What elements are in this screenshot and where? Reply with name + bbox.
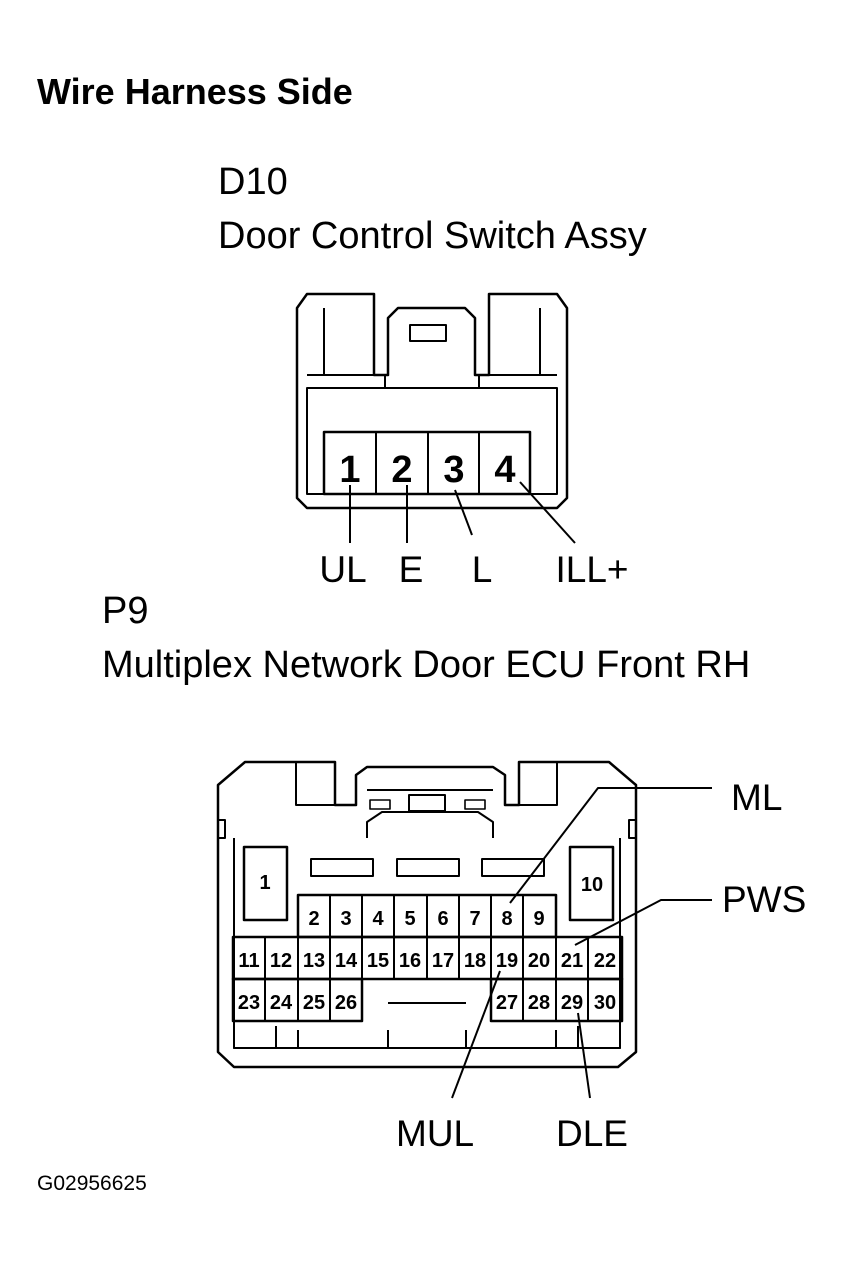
p9-pin-7: 7: [469, 908, 480, 930]
p9-signal-mul: MUL: [396, 1113, 474, 1154]
p9-pin-21: 21: [561, 950, 583, 972]
d10-leader-lines: [349, 481, 576, 544]
p9-pin-29: 29: [561, 992, 583, 1014]
p9-pin-16: 16: [399, 950, 421, 972]
figure-id: G02956625: [37, 1172, 147, 1195]
p9-pin-11: 11: [238, 950, 259, 972]
p9-pin-4: 4: [372, 908, 384, 930]
d10-signal-e: E: [399, 549, 424, 590]
p9-signal-ml: ML: [731, 777, 782, 818]
p9-connector-body: [216, 760, 638, 1069]
p9-pin-10: 10: [581, 874, 603, 896]
p9-pin-25: 25: [303, 992, 325, 1014]
p9-pin-15: 15: [367, 950, 389, 972]
p9-connector-name: Multiplex Network Door ECU Front RH: [102, 644, 751, 686]
d10-connector-name: Door Control Switch Assy: [218, 215, 647, 257]
d10-connector-code: D10: [218, 161, 288, 203]
p9-pin-22: 22: [594, 950, 616, 972]
p9-pin-28: 28: [528, 992, 550, 1014]
p9-pin-5: 5: [404, 908, 415, 930]
d10-pin-1: 1: [339, 449, 360, 491]
p9-pin-12: 12: [270, 950, 292, 972]
p9-pin-9: 9: [533, 908, 544, 930]
d10-signal-ul: UL: [319, 549, 366, 590]
d10-pin-3: 3: [443, 449, 464, 491]
d10-pin-2: 2: [391, 449, 412, 491]
p9-pin-23: 23: [238, 992, 260, 1014]
p9-pin-1: 1: [259, 872, 270, 894]
p9-pin-14: 14: [335, 950, 358, 972]
p9-connector-code: P9: [102, 590, 149, 632]
p9-pin-6: 6: [437, 908, 448, 930]
p9-signal-dle: DLE: [556, 1113, 628, 1154]
d10-signal-ill-plus: ILL+: [555, 549, 628, 590]
p9-pin-26: 26: [335, 992, 357, 1014]
p9-pin-20: 20: [528, 950, 550, 972]
p9-pin-18: 18: [464, 950, 486, 972]
p9-pin-3: 3: [340, 908, 351, 930]
p9-pin-30: 30: [594, 992, 616, 1014]
d10-connector-body: [295, 292, 569, 510]
page-title: Wire Harness Side: [37, 71, 353, 112]
p9-pin-24: 24: [270, 992, 293, 1014]
p9-signal-pws: PWS: [722, 879, 806, 920]
d10-signal-l: L: [472, 549, 493, 590]
d10-pin-4: 4: [494, 449, 515, 491]
p9-pin-8: 8: [501, 908, 512, 930]
p9-pin-27: 27: [496, 992, 518, 1014]
p9-pin-17: 17: [432, 950, 454, 972]
p9-pin-19: 19: [496, 950, 518, 972]
p9-pin-13: 13: [303, 950, 325, 972]
p9-pin-2: 2: [308, 908, 319, 930]
p9-leader-lines: [451, 787, 712, 1099]
